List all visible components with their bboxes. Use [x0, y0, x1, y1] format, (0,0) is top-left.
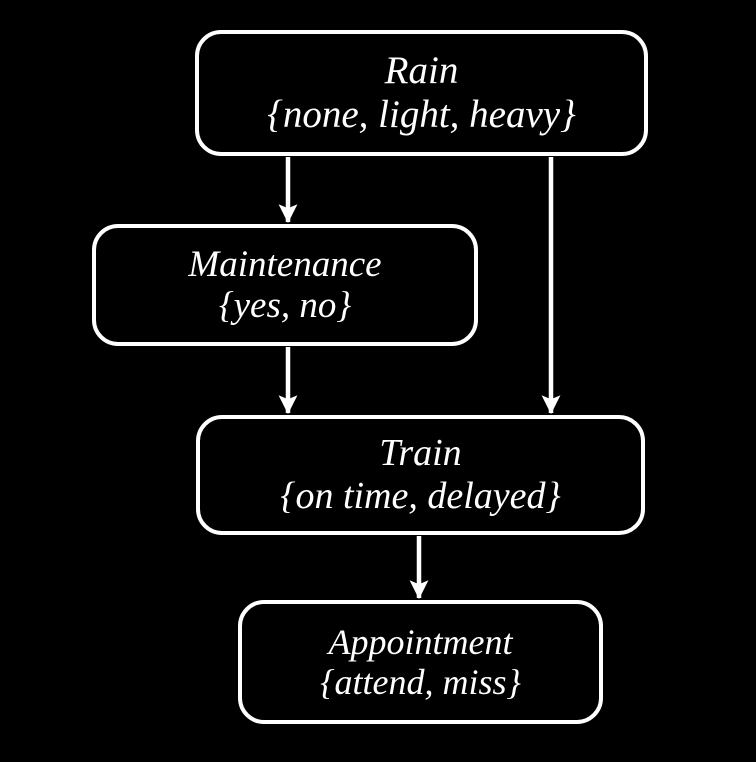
node-appointment-states: {attend, miss}	[320, 662, 521, 702]
node-train-label: Train	[379, 432, 462, 475]
node-rain[interactable]: Rain {none, light, heavy}	[195, 30, 648, 156]
node-train-states: {on time, delayed}	[280, 475, 561, 517]
node-maintenance[interactable]: Maintenance {yes, no}	[92, 224, 478, 346]
node-appointment-label: Appointment	[328, 621, 513, 662]
node-maintenance-label: Maintenance	[188, 243, 382, 285]
node-maintenance-states: {yes, no}	[218, 285, 352, 326]
node-rain-label: Rain	[384, 49, 459, 93]
node-appointment[interactable]: Appointment {attend, miss}	[238, 600, 603, 724]
node-rain-states: {none, light, heavy}	[267, 93, 576, 136]
node-train[interactable]: Train {on time, delayed}	[196, 415, 645, 535]
